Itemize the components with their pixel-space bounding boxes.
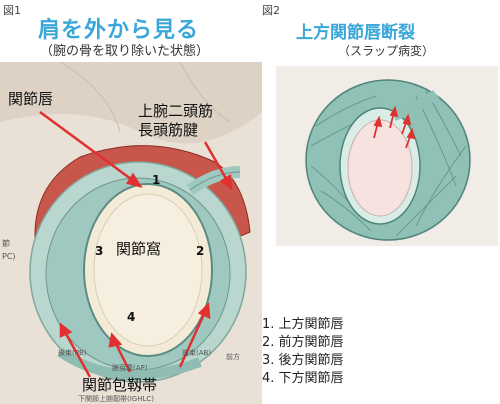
figure2-label: 図2 [262,4,280,17]
figure1-title: 肩を外から見る [38,18,200,43]
figure2-title: 上方関節唇断裂 [296,23,415,43]
legend-item-3: 3. 後方関節唇 [262,353,344,368]
labrum-legend: 1. 上方関節唇 2. 前方関節唇 3. 後方関節唇 4. 下方関節唇 [262,316,344,388]
shoulder-illustration [0,62,262,404]
front-label: 前方 [226,353,240,361]
labrum-number-3: 3 [95,244,104,258]
labrum-number-1: 1 [152,173,161,187]
ab-label: 前束(AB) [182,349,212,357]
pc-label: PC) [2,252,16,261]
pb-label: 後束(PB) [58,349,87,357]
legend-item-4: 4. 下方関節唇 [262,371,344,386]
labrum-number-4: 4 [127,310,136,324]
figure1-subtitle: （腕の骨を取り除いた状態） [40,44,210,59]
legend-item-1: 1. 上方関節唇 [262,317,344,332]
bottom-ligament-label: 下関節上腕靭帯(IGHLC) [78,395,155,403]
figure1-label: 図1 [3,4,21,17]
figure2-subtitle: （スラップ病変） [338,44,435,58]
slap-lesion-illustration [276,66,498,246]
biceps-label-line2: 長頭筋腱 [138,121,199,139]
labrum-label: 関節唇 [8,90,54,108]
capsule-label: 関節包靱帯 [82,376,158,394]
legend-item-2: 2. 前方関節唇 [262,335,344,350]
pc-prefix-label: 節 [2,239,10,248]
biceps-label-line1: 上腕二頭筋 [138,102,214,120]
labrum-number-2: 2 [196,244,205,258]
ap-label: 腋窩嚢(AP) [112,364,148,372]
fossa-label: 関節窩 [116,240,162,258]
